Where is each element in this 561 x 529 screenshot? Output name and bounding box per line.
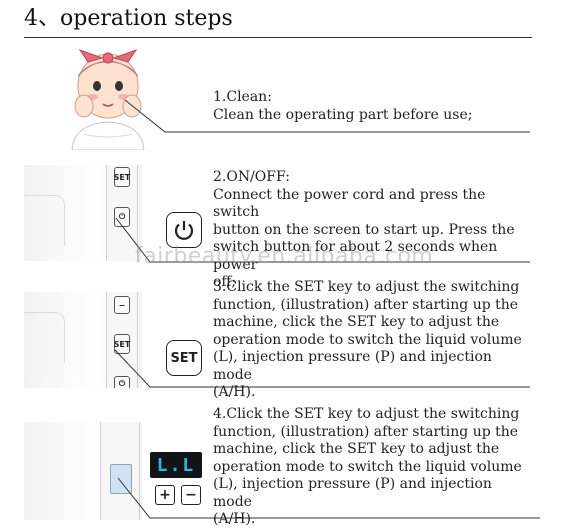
- step-1-text: 1.Clean: Clean the operating part before…: [213, 89, 472, 124]
- device-photo-step2: SET ⏻: [24, 165, 142, 261]
- step-3-line-2: machine, click the SET key to adjust the: [213, 314, 500, 330]
- step-2-line-3: switch button for about 2 seconds when p…: [213, 239, 498, 273]
- device-display-screen: [110, 464, 132, 494]
- minus-key-icon: −: [181, 485, 201, 505]
- lcd-display: L.L: [150, 452, 202, 478]
- step-4-line-3: operation mode to switch the liquid volu…: [213, 458, 522, 475]
- face-wash-illustration: [71, 49, 145, 150]
- step-3-line-1: function, (illustration) after starting …: [213, 296, 519, 313]
- set-key-icon: SET: [166, 340, 202, 376]
- step-3-text: 3.Click the SET key to adjust the switch…: [213, 279, 533, 402]
- minus-mini-key: −: [114, 296, 130, 314]
- step-3-line-4: (L), injection pressure (P) and injectio…: [213, 349, 492, 383]
- step-2-line-2: button on the screen to start up. Press …: [213, 221, 515, 238]
- set-mini-key: SET: [114, 167, 130, 187]
- step-3-line-3: operation mode to switch the liquid volu…: [213, 331, 522, 348]
- step-2-text: 2.ON/OFF: Connect the power cord and pre…: [213, 169, 533, 292]
- step-4-title: 4.Click the SET key to adjust the switch…: [213, 406, 520, 422]
- device-photo-step4: [24, 422, 142, 520]
- step-1-title: 1.Clean:: [213, 89, 272, 105]
- lcd-display-text: L.L: [156, 454, 196, 476]
- step-4-text: 4.Click the SET key to adjust the switch…: [213, 406, 533, 529]
- heading-rule: [24, 37, 532, 38]
- set-mini-key: SET: [114, 334, 130, 354]
- step-1-line-1: Clean the operating part before use;: [213, 106, 473, 123]
- step-3-line-5: (A/H).: [213, 384, 256, 400]
- step-3-title: 3.Click the SET key to adjust the switch…: [213, 279, 520, 295]
- power-key-icon: [166, 212, 202, 248]
- step-4-line-2: machine, click the SET key to adjust the: [213, 441, 500, 457]
- step-4-line-1: function, (illustration) after starting …: [213, 423, 519, 440]
- power-mini-key: ⏻: [114, 376, 130, 388]
- section-heading: 4、operation steps: [24, 6, 233, 31]
- step-2-line-1: Connect the power cord and press the swi…: [213, 186, 486, 221]
- step-2-title: 2.ON/OFF:: [213, 169, 290, 185]
- plus-key-icon: +: [155, 485, 175, 505]
- step-2-line-4: off;: [213, 274, 237, 290]
- device-photo-step3: − SET ⏻: [24, 292, 142, 388]
- step-4-line-4: (L), injection pressure (P) and injectio…: [213, 476, 492, 510]
- watermark: fairbeauty.en.alibaba.com: [135, 244, 434, 269]
